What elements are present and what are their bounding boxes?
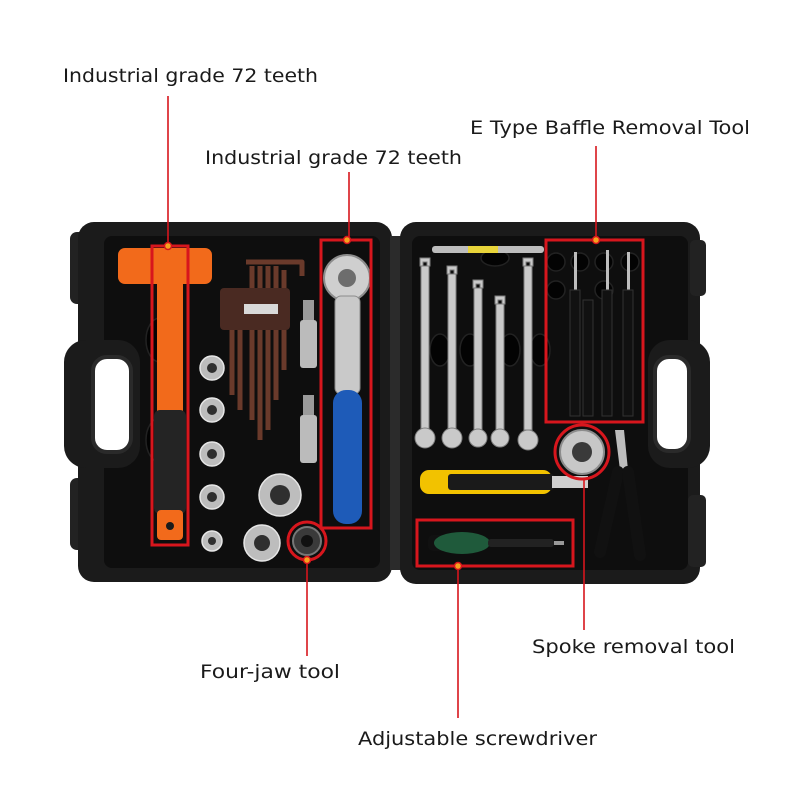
baffle-rod — [601, 289, 613, 417]
ratchet-label: Industrial grade 72 teeth — [205, 147, 462, 169]
screwdriver-highlight — [415, 518, 575, 568]
adjustable-screwdriver — [428, 532, 564, 554]
callout-dots — [163, 235, 601, 571]
case-right-half — [400, 222, 710, 584]
four-jaw-label: Four-jaw tool — [200, 661, 340, 683]
hex-key-set — [220, 259, 305, 440]
socket-set — [199, 355, 302, 562]
spoke-tool-label: Spoke removal tool — [532, 636, 735, 658]
ratchet-wrench — [323, 254, 371, 524]
hammer-grip — [154, 410, 186, 514]
baffle-rod — [622, 289, 634, 417]
spoke-removal-tool — [559, 429, 605, 475]
right-handle-opening — [653, 355, 691, 453]
tire-lever-bar — [432, 246, 544, 253]
left-handle-opening — [91, 355, 133, 454]
four-jaw-tool — [292, 526, 322, 556]
callout-lines — [167, 96, 597, 718]
spoke-highlight — [553, 423, 611, 481]
baffle-rod — [582, 299, 594, 417]
hammer-label: Industrial grade 72 teeth — [63, 65, 318, 87]
baffle-rod — [569, 289, 581, 417]
baffle-tool-label: E Type Baffle Removal Tool — [470, 117, 750, 139]
screwdriver-label: Adjustable screwdriver — [358, 728, 597, 750]
baffle-removal-tools — [546, 250, 640, 417]
bit-adapters — [300, 300, 317, 463]
pliers — [594, 430, 646, 561]
utility-knife — [420, 470, 588, 494]
hammer-head — [118, 248, 212, 284]
combination-wrenches — [414, 257, 539, 451]
case-hinge — [390, 236, 402, 570]
ratchet-handle — [333, 390, 362, 524]
